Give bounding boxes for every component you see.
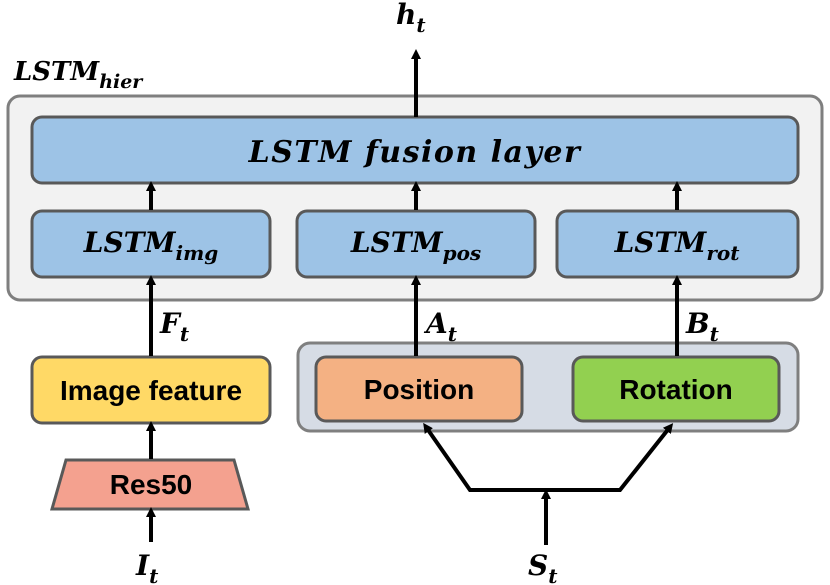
arrow-s-to-rotation [546, 423, 674, 492]
position-box [314, 355, 524, 423]
lstm-hier-label: LSTMhier [13, 57, 144, 93]
image-feature-label: Image feature [60, 375, 242, 406]
input-s-label: St [528, 549, 558, 585]
rotation-box [571, 355, 781, 423]
lstm-img-label: LSTMimg [83, 226, 219, 265]
a-t-label: At [423, 307, 458, 346]
lstm-rot-label: LSTMrot [614, 226, 741, 265]
output-h-label: ht [396, 0, 426, 37]
position-label: Position [364, 374, 474, 405]
rotation-label: Rotation [619, 374, 733, 405]
lstm-pos-label: LSTMpos [350, 226, 481, 265]
input-i-label: It [135, 549, 159, 585]
arrow-s-to-position [423, 422, 546, 492]
res50-block [50, 458, 250, 511]
f-t-label: Ft [159, 307, 190, 346]
lstm-fusion-layer-label: LSTM fusion layer [248, 135, 582, 170]
b-t-label: Bt [685, 307, 720, 346]
res50-label: Res50 [110, 469, 193, 500]
